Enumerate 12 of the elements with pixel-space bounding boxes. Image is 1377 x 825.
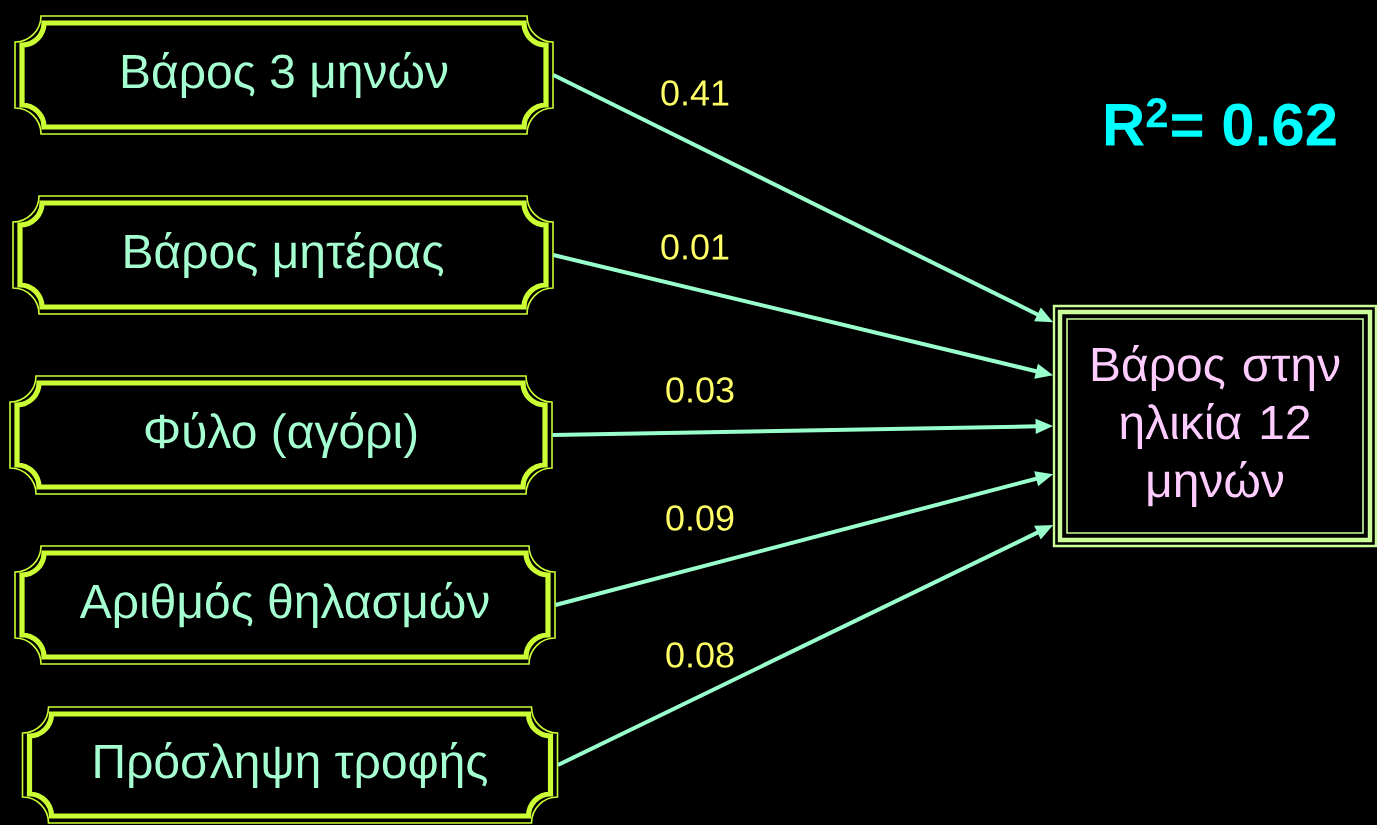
edge-label: 0.03 <box>663 375 738 405</box>
plaque-box: Φύλο (αγόρι) <box>9 375 553 495</box>
plaque-box: Πρόσληψη τροφής <box>21 706 559 824</box>
edge-label: 0.01 <box>657 232 733 262</box>
edge-label: 0.08 <box>663 640 738 670</box>
framed-box: Βάρος στην ηλικία 12 μηνών <box>1052 304 1377 548</box>
edge-label: 0.41 <box>657 78 733 108</box>
edge-label: 0.09 <box>663 503 738 533</box>
plaque-box: Αριθμός θηλασμών <box>14 545 556 665</box>
plaque-box: Βάρος μητέρας <box>12 195 554 315</box>
plaque-box: Βάρος 3 μηνών <box>14 15 554 135</box>
r-squared-value: R$^{2}$= 0.62 <box>1105 98 1336 146</box>
